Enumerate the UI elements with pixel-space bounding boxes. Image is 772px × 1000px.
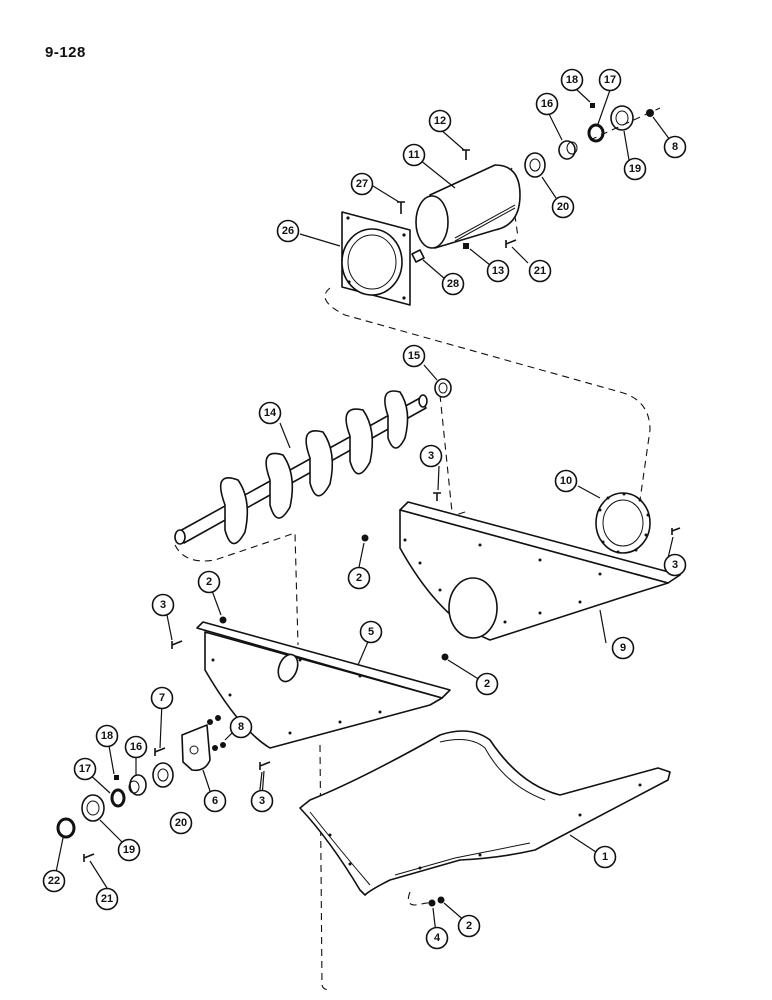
svg-text:20: 20 xyxy=(557,201,569,213)
svg-text:2: 2 xyxy=(466,920,472,932)
callout-19-bottom: 19 xyxy=(117,838,141,862)
svg-text:3: 3 xyxy=(672,559,678,571)
svg-text:8: 8 xyxy=(672,141,678,153)
callout-14: 14 xyxy=(258,401,282,425)
callout-2-c: 2 xyxy=(197,570,221,594)
callout-17-top: 17 xyxy=(598,68,622,92)
callout-20-top: 20 xyxy=(551,195,575,219)
svg-text:2: 2 xyxy=(484,678,490,690)
svg-text:10: 10 xyxy=(560,475,572,487)
callout-8-top: 8 xyxy=(663,135,687,159)
svg-text:20: 20 xyxy=(175,817,187,829)
top-hardware xyxy=(397,103,661,263)
side-panel-9 xyxy=(399,501,681,641)
svg-text:17: 17 xyxy=(79,763,91,775)
svg-text:2: 2 xyxy=(206,576,212,588)
svg-text:21: 21 xyxy=(101,893,113,905)
svg-text:28: 28 xyxy=(447,278,459,290)
callout-6: 6 xyxy=(203,789,227,813)
flange-ring-part xyxy=(595,492,651,554)
callout-3-a: 3 xyxy=(419,444,443,468)
callout-3-d: 3 xyxy=(250,789,274,813)
svg-text:16: 16 xyxy=(541,98,553,110)
svg-text:3: 3 xyxy=(160,599,166,611)
page-label: 9-128 xyxy=(45,44,86,61)
callout-3-c: 3 xyxy=(151,593,175,617)
callout-22: 22 xyxy=(42,869,66,893)
callout-26: 26 xyxy=(276,219,300,243)
svg-text:17: 17 xyxy=(604,74,616,86)
svg-text:9: 9 xyxy=(620,642,626,654)
svg-text:3: 3 xyxy=(428,450,434,462)
callout-18-bottom: 18 xyxy=(95,724,119,748)
svg-text:6: 6 xyxy=(212,795,218,807)
callout-12: 12 xyxy=(428,109,452,133)
callout-27: 27 xyxy=(350,172,374,196)
svg-text:22: 22 xyxy=(48,875,60,887)
svg-text:5: 5 xyxy=(368,626,374,638)
callout-2-d: 2 xyxy=(457,914,481,938)
svg-text:7: 7 xyxy=(159,692,165,704)
svg-text:1: 1 xyxy=(602,851,608,863)
callout-10: 10 xyxy=(554,469,578,493)
callout-15: 15 xyxy=(402,344,426,368)
callout-2-a: 2 xyxy=(347,566,371,590)
callout-11: 11 xyxy=(402,143,426,167)
callout-8-bottom: 8 xyxy=(229,715,253,739)
auger-flighting-part xyxy=(174,390,428,545)
svg-text:14: 14 xyxy=(264,407,277,419)
callout-3-b: 3 xyxy=(663,553,687,577)
callout-16-bottom: 16 xyxy=(124,735,148,759)
trough-part xyxy=(299,730,671,896)
svg-text:3: 3 xyxy=(259,795,265,807)
callout-9: 9 xyxy=(611,636,635,660)
callout-4: 4 xyxy=(425,926,449,950)
svg-text:15: 15 xyxy=(408,350,420,362)
svg-text:13: 13 xyxy=(492,265,504,277)
svg-text:2: 2 xyxy=(356,572,362,584)
callout-13: 13 xyxy=(486,259,510,283)
callout-18-top: 18 xyxy=(560,68,584,92)
svg-text:27: 27 xyxy=(356,178,368,190)
callout-20-bottom: 20 xyxy=(169,811,193,835)
side-panel-5 xyxy=(196,621,451,749)
svg-text:19: 19 xyxy=(123,844,135,856)
callout-17-bottom: 17 xyxy=(73,757,97,781)
callout-5: 5 xyxy=(359,620,383,644)
svg-text:4: 4 xyxy=(434,932,441,944)
left-hardware xyxy=(56,492,681,907)
svg-text:16: 16 xyxy=(130,741,142,753)
svg-text:12: 12 xyxy=(434,115,446,127)
svg-text:18: 18 xyxy=(101,730,113,742)
tube-cylinder-part xyxy=(415,164,521,249)
svg-text:8: 8 xyxy=(238,721,244,733)
callout-21-top: 21 xyxy=(528,259,552,283)
callout-19-top: 19 xyxy=(623,157,647,181)
svg-text:18: 18 xyxy=(566,74,578,86)
callout-2-b: 2 xyxy=(475,672,499,696)
svg-text:19: 19 xyxy=(629,163,641,175)
callout-21-bottom: 21 xyxy=(95,887,119,911)
callout-16-top: 16 xyxy=(535,92,559,116)
svg-text:11: 11 xyxy=(408,149,420,161)
housing-collar-part xyxy=(341,211,411,306)
washer-15 xyxy=(434,378,452,398)
callout-1: 1 xyxy=(593,845,617,869)
svg-text:26: 26 xyxy=(282,225,294,237)
svg-text:21: 21 xyxy=(534,265,546,277)
callout-7: 7 xyxy=(150,686,174,710)
callout-28: 28 xyxy=(441,272,465,296)
